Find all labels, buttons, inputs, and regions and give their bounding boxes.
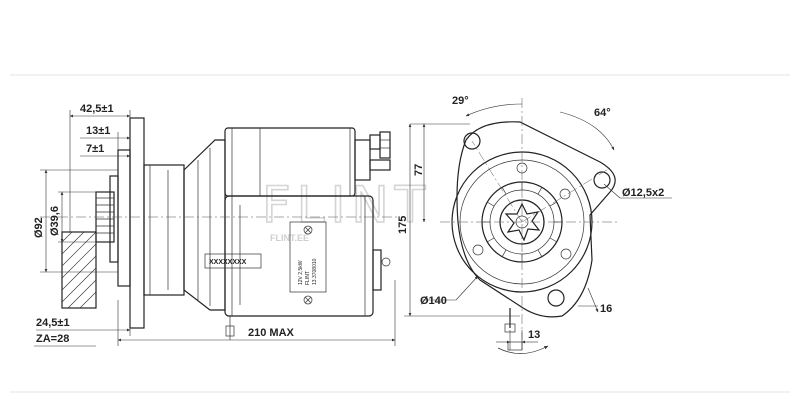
nameplate-line-3: 13.3708010 [312,258,318,285]
dim-77: 77 [413,164,425,176]
dim-39-6: Ø39,6 [49,206,61,236]
dim-24-5: 24,5±1 [36,317,70,329]
nose-housing [183,139,226,311]
mount-hole-bottom [547,289,565,307]
serial-label: XXXXXXXX [209,259,247,266]
nameplate-line-2: FLINT [305,271,311,285]
dim-140: Ø140 [420,295,447,307]
dim-210: 210 MAX [248,327,295,339]
dim-92: Ø92 [33,217,45,238]
pinion-gear [95,175,119,263]
dim-42-5: 42,5±1 [80,103,114,115]
mount-hole-top [463,132,481,150]
angle-64: 64° [594,107,611,119]
holes-dim: Ø12,5x2 [622,187,664,199]
mount-hole-right [593,171,611,189]
watermark-site: FLINT.EE [270,233,309,243]
dim-175: 175 [397,216,409,234]
watermark-brand: FLINT [262,176,431,234]
flange-outline [456,121,616,318]
pinion-section [61,231,97,309]
dim-13-front: 13 [528,329,540,341]
za-label: ZA=28 [36,333,69,345]
dim-16: 16 [600,303,612,315]
dim-13: 13±1 [86,125,110,137]
mounting-flange [117,117,185,329]
nameplate: 12V 2,5kW FLINT 13.3708010 XXXXXXXX [204,221,327,305]
side-view: 12V 2,5kW FLINT 13.3708010 XXXXXXXX 42,5… [33,103,400,347]
motor-body [224,195,391,340]
angle-29: 29° [452,95,469,107]
nameplate-line-1: 12V 2,5kW [298,260,304,285]
dim-7: 7±1 [86,143,104,155]
front-view: 29° 64° Ø12,5x2 77 175 Ø140 16 13 [397,95,672,354]
watermark: FLINT FLINT.EE [261,175,431,243]
